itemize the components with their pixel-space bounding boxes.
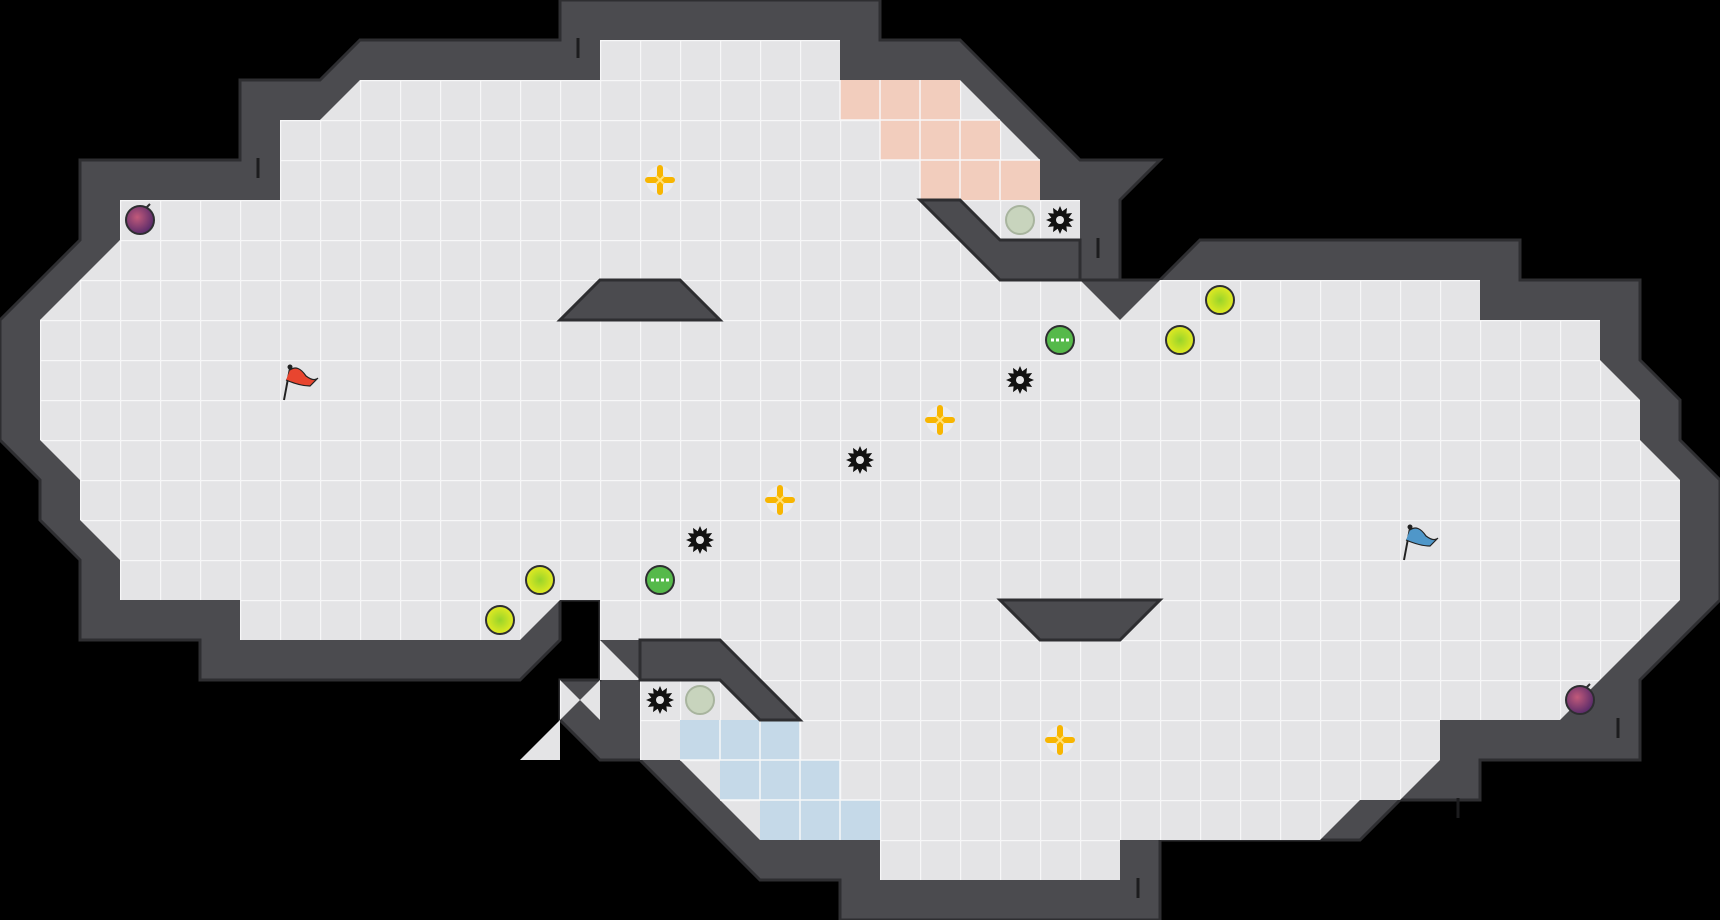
plus-powerup-icon bbox=[765, 485, 795, 515]
wall-islands bbox=[556, 198, 1164, 722]
spike-icon bbox=[686, 526, 714, 554]
bomb-icon bbox=[1565, 683, 1595, 715]
blue-team-zone bbox=[680, 720, 880, 840]
red-team-zone bbox=[840, 80, 1040, 200]
zone-grid bbox=[680, 80, 1040, 840]
spike-icon bbox=[646, 686, 674, 714]
plus-powerup-icon bbox=[925, 405, 955, 435]
red-flag-icon bbox=[283, 364, 319, 401]
speed-boost-icon bbox=[485, 605, 515, 635]
plus-powerup-icon bbox=[645, 165, 675, 195]
neutral-button-icon bbox=[1005, 205, 1035, 235]
gate-slits bbox=[256, 38, 1620, 898]
speed-boost-icon bbox=[1165, 325, 1195, 355]
blue-flag-icon bbox=[1403, 524, 1439, 561]
bomb-icon bbox=[125, 203, 155, 235]
wall-island-top bbox=[556, 278, 724, 322]
spike-icon bbox=[1046, 206, 1074, 234]
speed-boost-icon bbox=[1205, 285, 1235, 315]
gate-button-icon bbox=[645, 565, 675, 595]
gate-button-icon bbox=[1045, 325, 1075, 355]
wall-island-bottom bbox=[996, 598, 1164, 642]
plus-powerup-icon bbox=[1045, 725, 1075, 755]
spike-icon bbox=[1006, 366, 1034, 394]
entities bbox=[125, 165, 1595, 755]
speed-boost-icon bbox=[525, 565, 555, 595]
neutral-button-icon bbox=[685, 685, 715, 715]
wall-notch-lower-left bbox=[638, 638, 804, 722]
wall-notch-upper-right bbox=[916, 198, 1082, 282]
spike-icon bbox=[846, 446, 874, 474]
